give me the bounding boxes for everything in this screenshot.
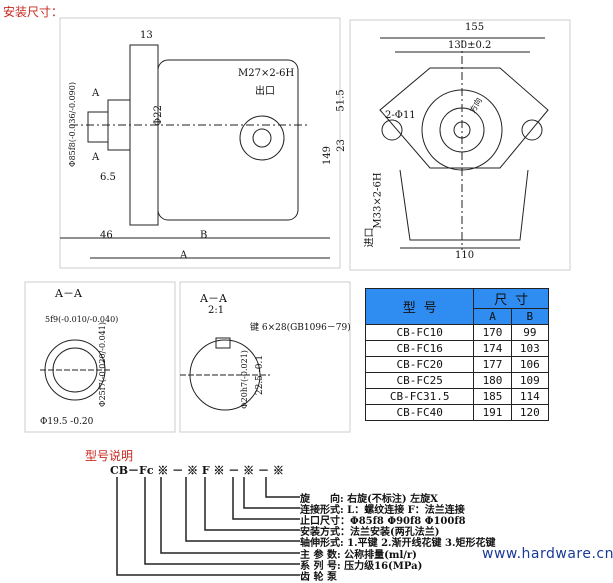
thread-inlet: M33×2-6H (372, 172, 384, 229)
cell-b: 103 (510, 340, 550, 357)
thread-outlet: M27×2-6H (238, 68, 295, 79)
section1-shaft: Φ25f7(-0.020/-0.041) (97, 322, 107, 407)
header-a: A (473, 308, 512, 325)
legend-gear-pump: 齿 轮 泵 (300, 572, 337, 583)
cell-b: 109 (510, 372, 550, 389)
header-model: 型 号 (364, 288, 475, 325)
cell-model: CB-FC31.5 (364, 388, 475, 405)
cell-a: 191 (473, 404, 512, 421)
cell-model: CB-FC25 (364, 372, 475, 389)
cell-a: 180 (473, 372, 512, 389)
holes-label: 2-Φ11 (385, 110, 416, 121)
section1-bottom: Φ19.5 -0.20 (40, 417, 94, 427)
cell-a: 177 (473, 356, 512, 373)
section2-scale: 2:1 (208, 305, 225, 316)
dim-13: 13 (140, 30, 153, 41)
dia-85: Φ85f8(-0.036/-0.090) (67, 82, 77, 167)
dim-149: 149 (322, 145, 334, 166)
legend-series: 系 列 号: 压力级16(MPa) (300, 561, 423, 572)
legend-shaft: 轴伸形式: 1.平键 2.渐开线花键 3.矩形花键 (300, 538, 496, 549)
outlet-label: 出口 (255, 86, 275, 97)
dim-46: 46 (100, 230, 113, 241)
dim-6-5: 6.5 (100, 172, 116, 183)
section-a-a-1 (24, 281, 176, 433)
legend-displacement: 主 参 数: 公称排量(ml/r) (300, 550, 417, 561)
legend-connection: 连接形式: L：螺纹连接 F：法兰连接 (300, 505, 465, 516)
dim-155: 155 (465, 22, 485, 33)
section1-key: 5f9(-0.010/-0.040) (45, 315, 119, 324)
inlet-label: 进口 (364, 227, 376, 248)
dim-130: 130±0.2 (448, 40, 492, 51)
cell-model: CB-FC16 (364, 340, 475, 357)
dia-22: Φ22 (152, 105, 164, 126)
section2-key: 键 6×28(GB1096－79) (250, 323, 351, 333)
dim-51-5: 51.5 (335, 89, 347, 112)
model-code-leaders (116, 477, 300, 576)
cell-a: 174 (473, 340, 512, 357)
section-mark-top: A (92, 88, 100, 99)
model-title: 型号说明 (85, 449, 134, 463)
cell-model: CB-FC10 (364, 324, 475, 341)
dim-23: 23 (335, 139, 347, 152)
dim-b: B (200, 230, 208, 241)
legend-mounting: 安装方式：法兰安装(两孔法兰) (300, 527, 440, 538)
section2-title: A－A (200, 292, 227, 305)
cell-model: CB-FC40 (364, 404, 475, 421)
section1-title: A－A (55, 287, 82, 300)
watermark: www.hardware.cn (482, 546, 613, 562)
cell-b: 106 (510, 356, 550, 373)
cell-a: 185 (473, 388, 512, 405)
cell-model: CB-FC20 (364, 356, 475, 373)
legend-rotation: 旋 向: 右旋(不标注) 左旋X (300, 494, 438, 505)
cell-b: 120 (510, 404, 550, 421)
section-mark-bottom: A (92, 152, 100, 163)
pump-front-view (349, 19, 571, 271)
header-b: B (510, 308, 550, 325)
cell-b: 114 (510, 388, 550, 405)
dim-110: 110 (455, 250, 475, 261)
section-a-a-2 (179, 281, 351, 433)
heading: 安装尺寸： (3, 5, 64, 19)
section2-dim: 22.5 -0.1 (255, 354, 266, 396)
dim-a: A (180, 250, 188, 261)
header-size: 尺 寸 (473, 288, 549, 309)
model-code: CB－Fc ※ － ※ F ※ － ※ － ※ (110, 464, 284, 477)
cell-b: 99 (510, 324, 550, 341)
legend-spigot: 止口尺寸：Φ85f8 Φ90f8 Φ100f8 (300, 516, 466, 527)
cell-a: 170 (473, 324, 512, 341)
pump-side-view (59, 17, 341, 269)
section2-shaft: Φ20h7(-0.021) (239, 350, 249, 409)
